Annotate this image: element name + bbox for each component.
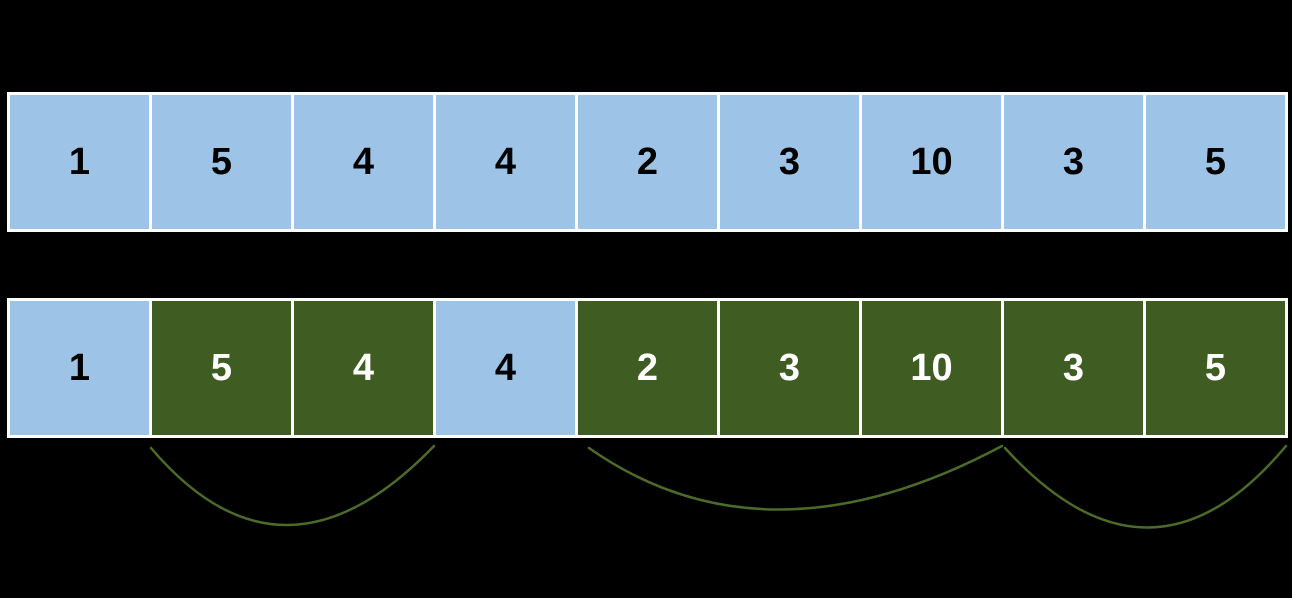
jump-arc bbox=[1003, 444, 1288, 529]
array-cell: 3 bbox=[720, 95, 859, 229]
array-cell: 2 bbox=[578, 301, 717, 435]
array-cell: 5 bbox=[1146, 95, 1285, 229]
jump-arc bbox=[149, 444, 436, 527]
array-cell: 5 bbox=[1146, 301, 1285, 435]
array-cell: 5 bbox=[152, 95, 291, 229]
array-cell: 3 bbox=[720, 301, 859, 435]
array-cell: 10 bbox=[862, 301, 1001, 435]
array-cell: 10 bbox=[862, 95, 1001, 229]
array-cell: 5 bbox=[152, 301, 291, 435]
array-cell: 1 bbox=[10, 301, 149, 435]
array-cell: 3 bbox=[1004, 301, 1143, 435]
array-cell: 1 bbox=[10, 95, 149, 229]
array-cell: 4 bbox=[294, 95, 433, 229]
array-cell: 3 bbox=[1004, 95, 1143, 229]
jump-arc bbox=[587, 444, 1004, 511]
array-cell: 4 bbox=[294, 301, 433, 435]
array-cell: 2 bbox=[578, 95, 717, 229]
array-cell: 4 bbox=[436, 301, 575, 435]
array-cell: 4 bbox=[436, 95, 575, 229]
